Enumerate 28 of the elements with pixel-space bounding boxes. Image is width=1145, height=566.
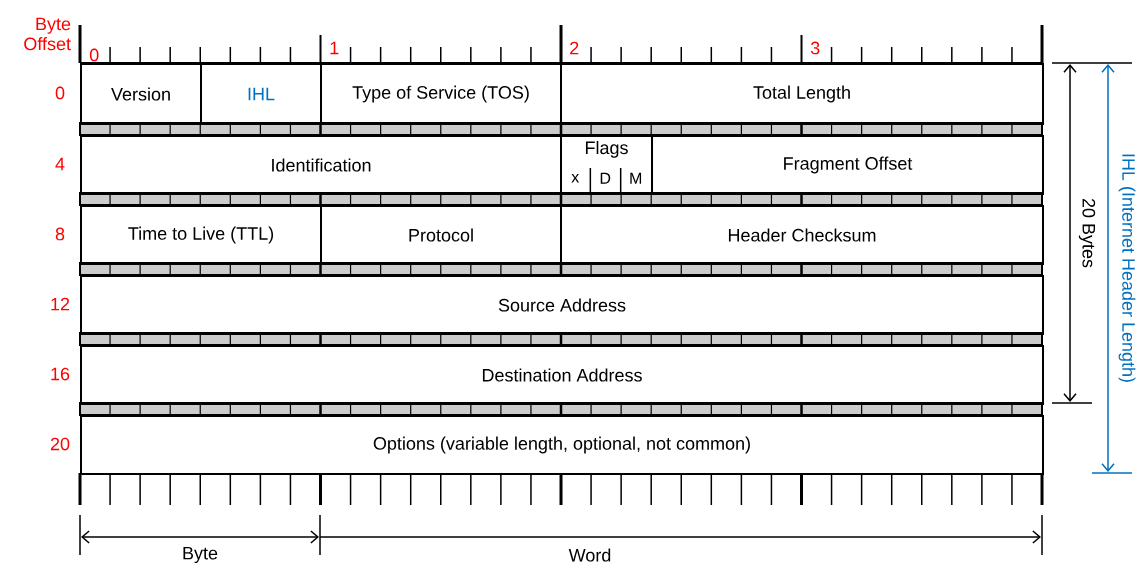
field-box: Source Address	[80, 275, 1044, 335]
dimension-label: IHL (Internet Header Length)	[1118, 154, 1136, 382]
field-box: Identification	[80, 135, 562, 195]
field-box: IHL	[200, 63, 322, 125]
dimension-label: Byte	[183, 546, 218, 564]
byte-number: 2	[570, 41, 579, 55]
field-box: Time to Live (TTL)	[80, 205, 322, 265]
field-box: Version	[80, 63, 202, 125]
field-box: Total Length	[560, 63, 1044, 125]
dimension-label: 20 Bytes	[1078, 198, 1096, 268]
field-box: Header Checksum	[560, 205, 1044, 265]
byte-number: 1	[330, 41, 339, 55]
offset-number: 12	[51, 297, 70, 311]
offset-number: 4	[55, 157, 65, 171]
field-box: Destination Address	[80, 345, 1044, 405]
flag-bit: x	[571, 174, 580, 183]
flag-bit: M	[630, 172, 642, 184]
dimension-label: Word	[568, 548, 611, 562]
axis-title: Byte Offset	[24, 17, 71, 51]
offset-number: 8	[55, 227, 65, 241]
flag-bit: D	[600, 172, 611, 184]
offset-number: 16	[51, 367, 70, 381]
field-box: Options (variable length, optional, not common)	[80, 415, 1044, 475]
offset-number: 0	[55, 86, 65, 100]
field-box: Fragment Offset	[651, 135, 1044, 195]
offset-number: 20	[50, 437, 70, 451]
field-box: Type of Service (TOS)	[320, 63, 562, 125]
field-box: Protocol	[320, 205, 562, 265]
